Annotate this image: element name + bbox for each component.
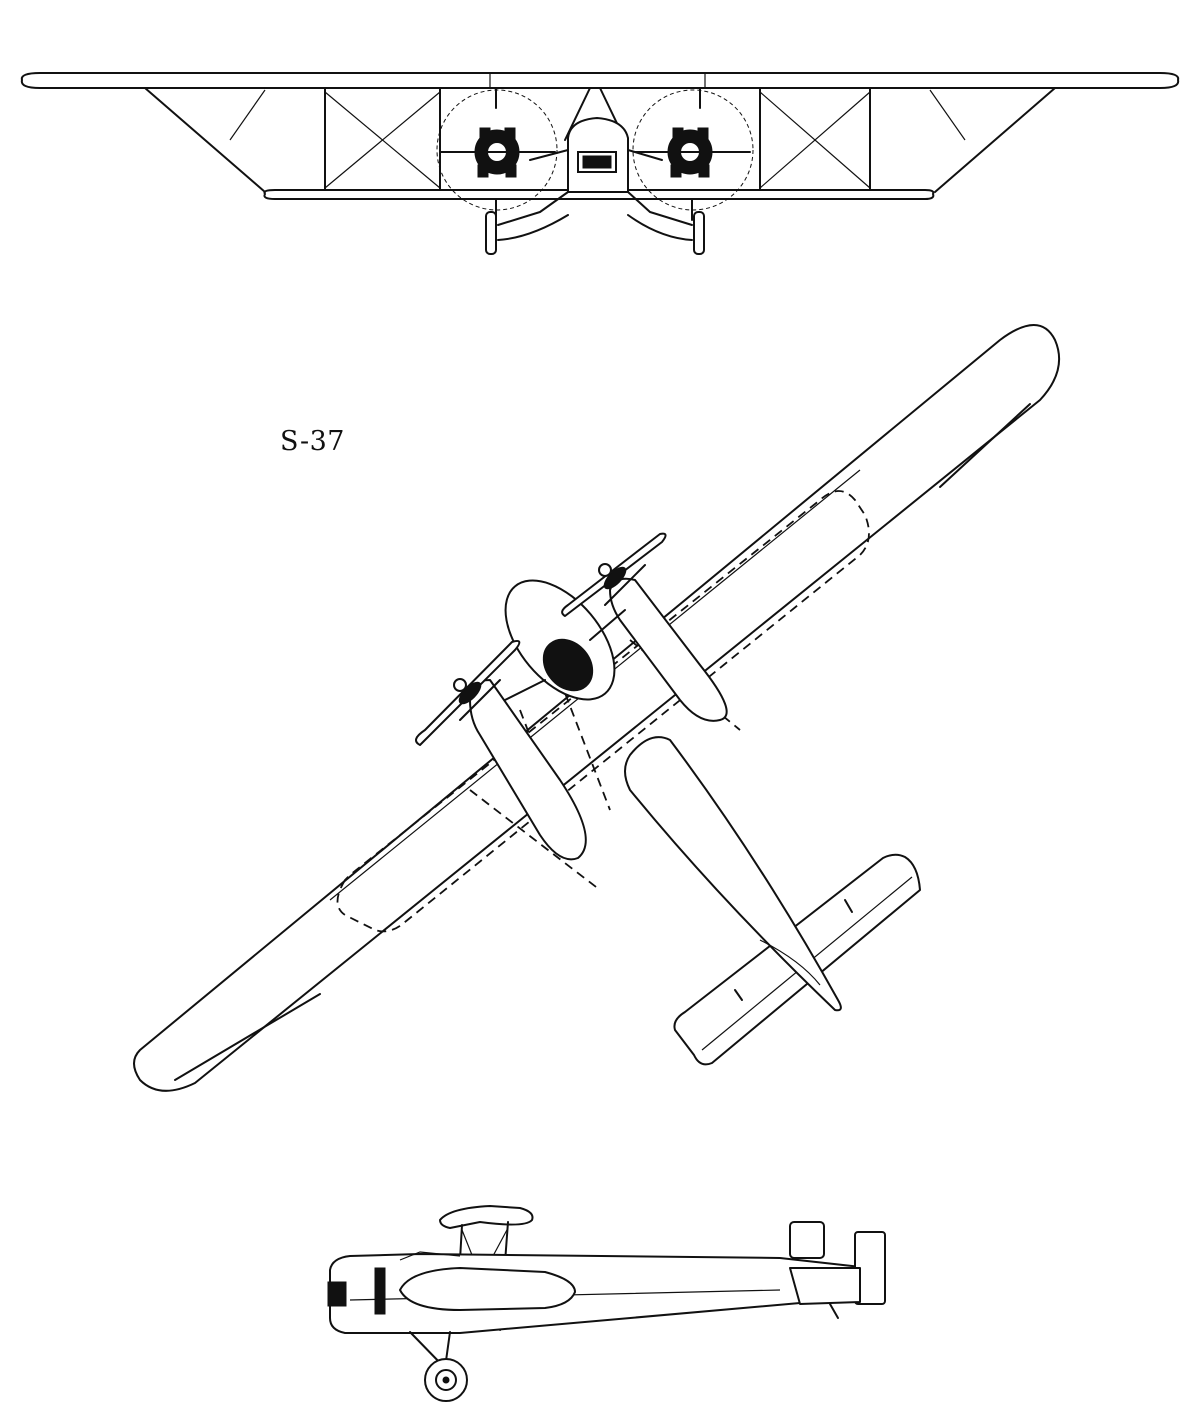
model-label: S-37 <box>280 426 345 457</box>
left-radial-engine <box>439 127 556 178</box>
cockpit-top <box>504 579 626 701</box>
upper-wing-side <box>439 1205 534 1229</box>
landing-gear-side <box>409 1331 468 1402</box>
lower-wing-front <box>263 189 935 200</box>
top-view <box>133 324 1061 1092</box>
nacelle-side <box>399 1267 576 1311</box>
landing-gear-front <box>485 191 705 255</box>
fuselage-front <box>529 87 663 193</box>
right-radial-engine <box>634 127 751 178</box>
left-interplane-bracing <box>144 87 497 193</box>
side-view <box>327 1205 886 1402</box>
upper-wing-front <box>20 72 1180 89</box>
engine-side <box>327 1267 386 1315</box>
main-wing-top <box>133 324 1061 1092</box>
right-propeller-top <box>561 532 667 617</box>
fuselage-top <box>624 736 842 1012</box>
tail-side <box>789 1221 886 1319</box>
front-view <box>20 72 1180 255</box>
left-propeller-top <box>415 640 521 746</box>
right-interplane-bracing <box>699 87 1056 193</box>
